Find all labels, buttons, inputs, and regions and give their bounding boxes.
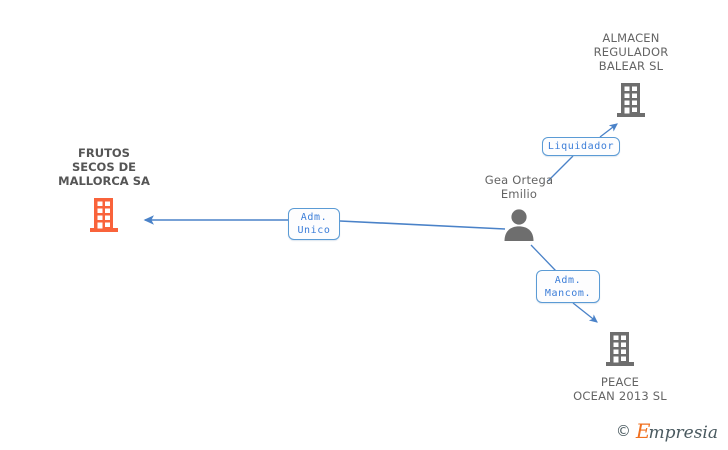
node-company-top-label-line-1: ALMACEN xyxy=(602,31,660,45)
node-main-company[interactable]: FRUTOS SECOS DE MALLORCA SA xyxy=(30,146,178,235)
relation-badge-liquidador-line-1: Liquidador xyxy=(547,141,615,152)
relation-badge-adm-mancom-line-2: Mancom. xyxy=(544,287,592,299)
relation-badge-adm-unico[interactable]: Adm. Unico xyxy=(288,208,340,240)
empresia-watermark: © E mpresia xyxy=(616,421,718,442)
empresia-logo-initial: E xyxy=(635,419,651,443)
empresia-logo-text: mpresia xyxy=(648,423,719,443)
person-icon xyxy=(504,209,534,241)
node-person-label-line-2: Emilio xyxy=(500,187,538,201)
node-main-company-label-line-1: FRUTOS xyxy=(78,146,130,160)
building-icon xyxy=(617,83,645,117)
relation-badge-adm-unico-line-1: Adm. xyxy=(300,212,328,223)
relation-badge-liquidador[interactable]: Liquidador xyxy=(542,137,620,156)
node-company-top-label-line-2: REGULADOR xyxy=(593,45,669,59)
relation-badge-adm-unico-line-2: Unico xyxy=(297,225,331,236)
relation-badge-adm-mancom-line-1: Adm. xyxy=(554,274,582,286)
building-icon xyxy=(606,332,634,366)
node-company-top[interactable]: ALMACEN REGULADOR BALEAR SL xyxy=(561,31,701,120)
node-company-top-label-line-3: BALEAR SL xyxy=(598,59,664,73)
node-person[interactable]: Gea Ortega Emilio xyxy=(447,173,591,241)
edge-adm-mancom-to-company-bottom xyxy=(572,302,598,323)
node-company-bottom-label-line-1: PEACE xyxy=(600,375,640,389)
edge-person-to-liquidador-badge xyxy=(547,155,574,182)
building-icon xyxy=(90,198,118,232)
edge-liquidador-to-company-top xyxy=(599,123,618,138)
node-main-company-label-line-3: MALLORCA SA xyxy=(58,174,150,188)
edge-person-to-adm-mancom-badge xyxy=(530,244,557,272)
node-company-bottom[interactable]: PEACE OCEAN 2013 SL xyxy=(550,329,690,403)
node-main-company-label-line-2: SECOS DE xyxy=(71,160,137,174)
relation-badge-adm-mancom[interactable]: Adm. Mancom. xyxy=(536,270,600,303)
node-company-bottom-label-line-2: OCEAN 2013 SL xyxy=(573,389,667,403)
node-person-label-line-1: Gea Ortega xyxy=(484,173,554,187)
copyright-icon: © xyxy=(615,422,631,440)
edge-person-to-main-company xyxy=(339,220,506,230)
